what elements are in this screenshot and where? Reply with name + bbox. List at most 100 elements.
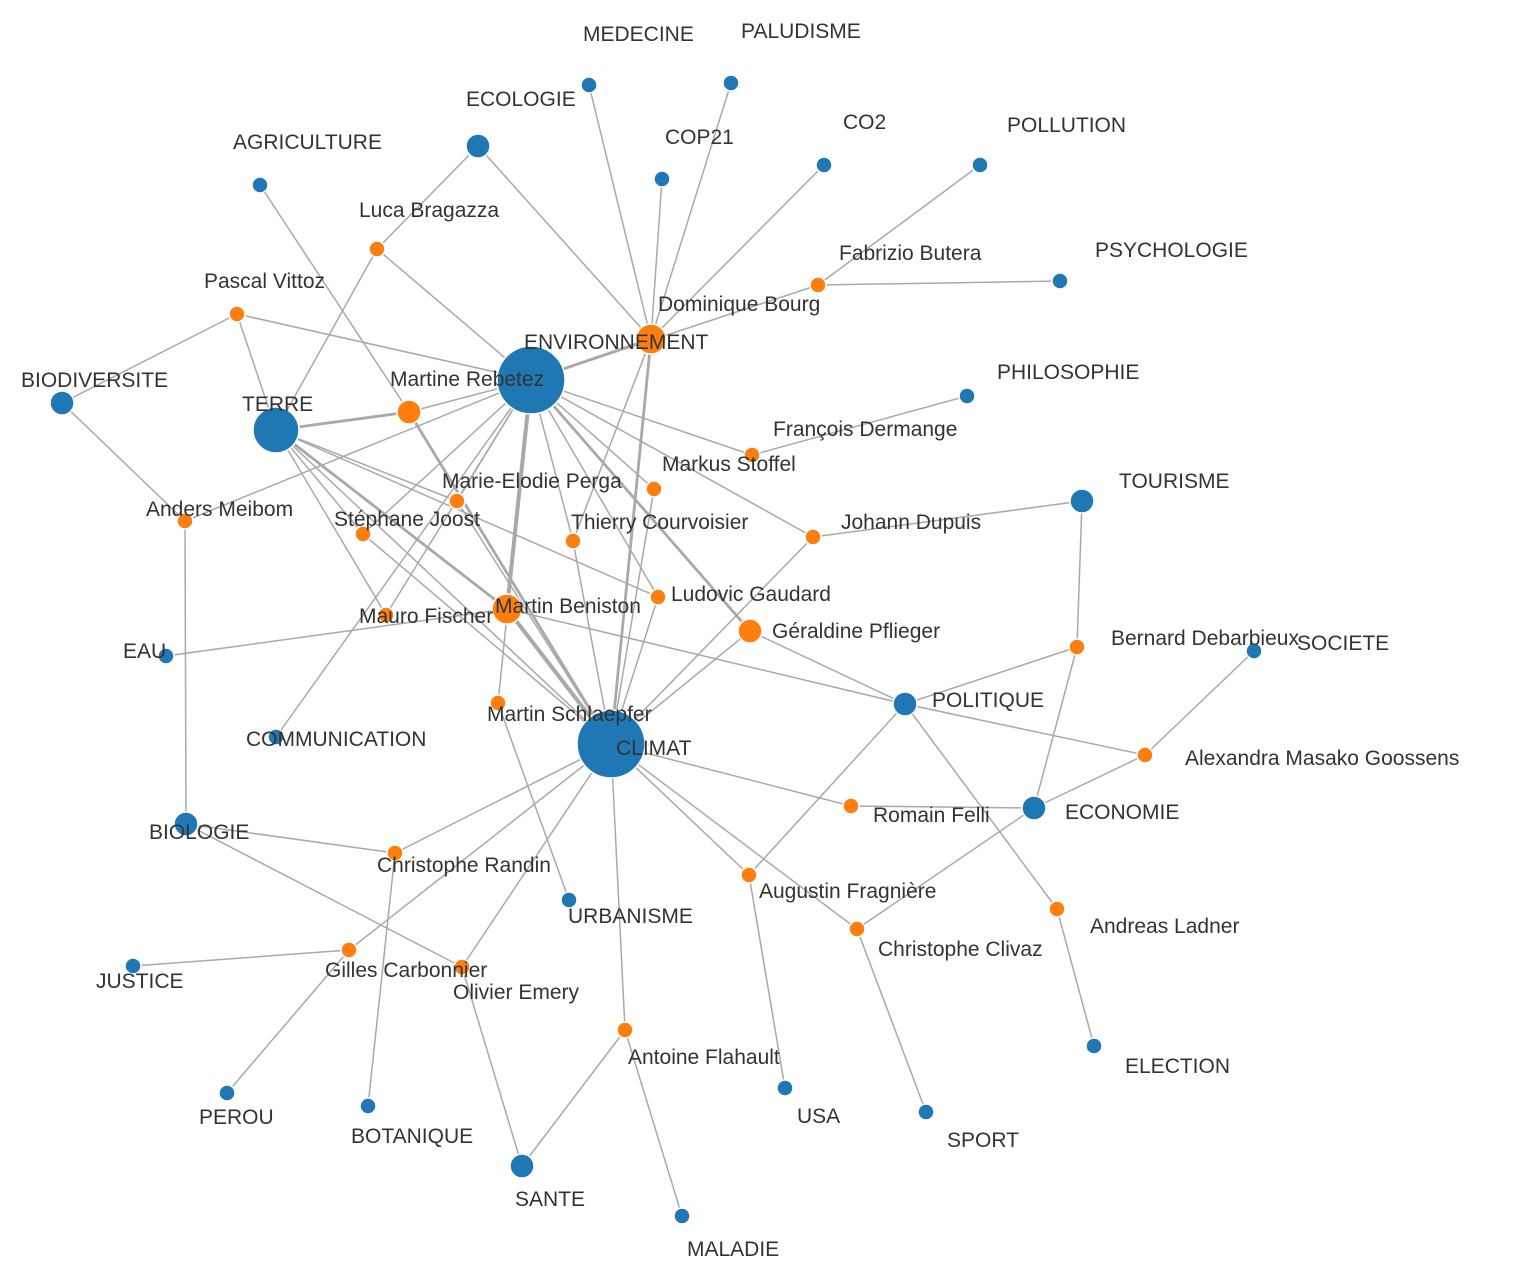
edge-stoffel-climat: [610, 488, 655, 745]
node-perga[interactable]: [448, 492, 466, 510]
node-beniston[interactable]: [491, 593, 523, 625]
node-tourisme[interactable]: [1069, 488, 1095, 514]
node-randin[interactable]: [386, 844, 404, 862]
node-bourg[interactable]: [635, 323, 667, 355]
label-botanique: BOTANIQUE: [351, 1125, 473, 1148]
label-randin: Christophe Randin: [377, 854, 551, 877]
node-emery[interactable]: [453, 958, 471, 976]
edge-schlaepfer-urbanisme: [497, 702, 570, 901]
label-beniston: Martin Beniston: [495, 595, 641, 618]
node-dermange[interactable]: [743, 446, 761, 464]
node-fischer[interactable]: [377, 606, 395, 624]
node-schlaepfer[interactable]: [489, 694, 507, 712]
node-justice[interactable]: [124, 957, 142, 975]
edge-perga-climat: [456, 500, 612, 745]
node-debarbieux[interactable]: [1068, 638, 1086, 656]
edge-dupuis-tourisme: [812, 500, 1083, 538]
node-fragniere[interactable]: [740, 866, 758, 884]
node-biologie[interactable]: [173, 811, 199, 837]
node-butera[interactable]: [809, 276, 827, 294]
node-meibom[interactable]: [176, 512, 194, 530]
node-election[interactable]: [1085, 1037, 1103, 1055]
edge-meibom-environnement: [184, 379, 532, 522]
node-flahault[interactable]: [616, 1021, 634, 1039]
node-goossens[interactable]: [1136, 746, 1154, 764]
label-philosophie: PHILOSOPHIE: [997, 361, 1139, 384]
edge-beniston-politique: [506, 608, 906, 705]
node-stoffel[interactable]: [645, 480, 663, 498]
node-vittoz[interactable]: [228, 305, 246, 323]
label-justice: JUSTICE: [96, 970, 184, 993]
label-psychologie: PSYCHOLOGIE: [1095, 239, 1248, 262]
node-layer: [49, 74, 1263, 1225]
edge-carbonnier-justice: [132, 949, 350, 967]
label-urbanisme: URBANISME: [568, 905, 693, 928]
node-eau[interactable]: [157, 647, 175, 665]
label-joost: Stéphane Joost: [334, 508, 480, 531]
node-agriculture[interactable]: [251, 176, 269, 194]
node-climat[interactable]: [576, 709, 646, 779]
node-ecologie[interactable]: [465, 133, 491, 159]
edge-emery-biologie: [185, 823, 463, 968]
edge-fragniere-usa: [748, 874, 786, 1089]
node-politique[interactable]: [892, 691, 918, 717]
node-clivaz[interactable]: [848, 920, 866, 938]
node-communication[interactable]: [267, 728, 285, 746]
node-gaudard[interactable]: [649, 588, 667, 606]
node-economie[interactable]: [1021, 795, 1047, 821]
label-bourg: Dominique Bourg: [658, 293, 820, 316]
edge-carbonnier-climat: [348, 743, 612, 951]
node-terre[interactable]: [252, 406, 300, 454]
node-psychologie[interactable]: [1051, 272, 1069, 290]
label-flahault: Antoine Flahault: [628, 1046, 780, 1069]
edge-terre-climat: [275, 429, 612, 745]
label-stoffel: Markus Stoffel: [662, 453, 796, 476]
node-urbanisme[interactable]: [560, 891, 578, 909]
node-joost[interactable]: [354, 525, 372, 543]
node-perou[interactable]: [218, 1084, 236, 1102]
node-medecine[interactable]: [580, 76, 598, 94]
edge-rebetez-agriculture: [259, 184, 410, 413]
label-carbonnier: Gilles Carbonnier: [325, 959, 487, 982]
label-sport: SPORT: [947, 1129, 1019, 1152]
label-meibom: Anders Meibom: [146, 498, 293, 521]
label-butera: Fabrizio Butera: [839, 242, 982, 265]
node-carbonnier[interactable]: [340, 941, 358, 959]
node-pflieger[interactable]: [737, 618, 763, 644]
node-biodiversite[interactable]: [49, 390, 75, 416]
edge-randin-botanique: [367, 852, 396, 1107]
label-communication: COMMUNICATION: [246, 728, 426, 751]
node-botanique[interactable]: [359, 1097, 377, 1115]
edge-ladner-politique: [904, 703, 1058, 910]
node-environnement[interactable]: [496, 345, 566, 415]
edge-ladner-election: [1056, 908, 1095, 1047]
node-paludisme[interactable]: [722, 74, 740, 92]
label-sante: SANTE: [515, 1188, 585, 1211]
edge-butera-environnement: [530, 284, 819, 381]
edge-randin-climat: [394, 743, 612, 854]
node-cop21[interactable]: [653, 170, 671, 188]
node-societe[interactable]: [1245, 642, 1263, 660]
node-courvoisier[interactable]: [564, 532, 582, 550]
label-felli: Romain Felli: [873, 804, 990, 827]
node-felli[interactable]: [842, 797, 860, 815]
node-co2[interactable]: [815, 156, 833, 174]
edge-butera-psychologie: [817, 280, 1061, 286]
edge-pflieger-politique: [749, 630, 906, 705]
node-ladner[interactable]: [1048, 900, 1066, 918]
node-maladie[interactable]: [673, 1207, 691, 1225]
label-environnement: ENVIRONNEMENT: [524, 331, 709, 354]
node-sante[interactable]: [509, 1153, 535, 1179]
label-economie: ECONOMIE: [1065, 801, 1179, 824]
label-biologie: BIOLOGIE: [149, 821, 249, 844]
node-usa[interactable]: [776, 1079, 794, 1097]
label-ecologie: ECOLOGIE: [466, 88, 576, 111]
edge-debarbieux-tourisme: [1076, 500, 1083, 648]
node-pollution[interactable]: [971, 156, 989, 174]
node-philosophie[interactable]: [958, 387, 976, 405]
node-bragazza[interactable]: [368, 240, 386, 258]
label-bragazza: Luca Bragazza: [359, 199, 499, 222]
node-rebetez[interactable]: [396, 399, 422, 425]
node-sport[interactable]: [917, 1103, 935, 1121]
node-dupuis[interactable]: [804, 528, 822, 546]
